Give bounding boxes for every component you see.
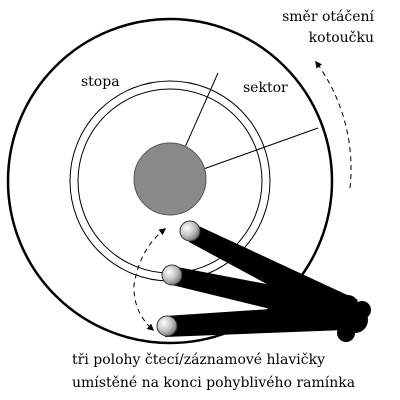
track-label: stopa	[81, 74, 120, 90]
rotation-label-line1: směr otáčení	[282, 9, 374, 25]
actuator-pivot-lobe-2	[353, 301, 371, 319]
read-write-head-middle	[161, 264, 183, 286]
rotation-arrow	[315, 60, 352, 189]
head-motion-arrow	[133, 228, 167, 331]
caption-line1: tři polohy čtecí/záznamové hlavičky	[72, 352, 325, 368]
caption-line2: umístěné na konci pohyblivého ramínka	[72, 375, 355, 391]
sector-label: sektor	[243, 80, 288, 96]
actuator-arm-bottom	[165, 304, 345, 337]
disk-platter	[6, 17, 334, 345]
rotation-label-line2: kotoučku	[309, 30, 374, 46]
disk-hub	[133, 142, 207, 216]
actuator-pivot-lobe-3	[337, 324, 355, 342]
read-write-head-top	[179, 220, 201, 242]
read-write-head-bottom	[156, 315, 178, 337]
